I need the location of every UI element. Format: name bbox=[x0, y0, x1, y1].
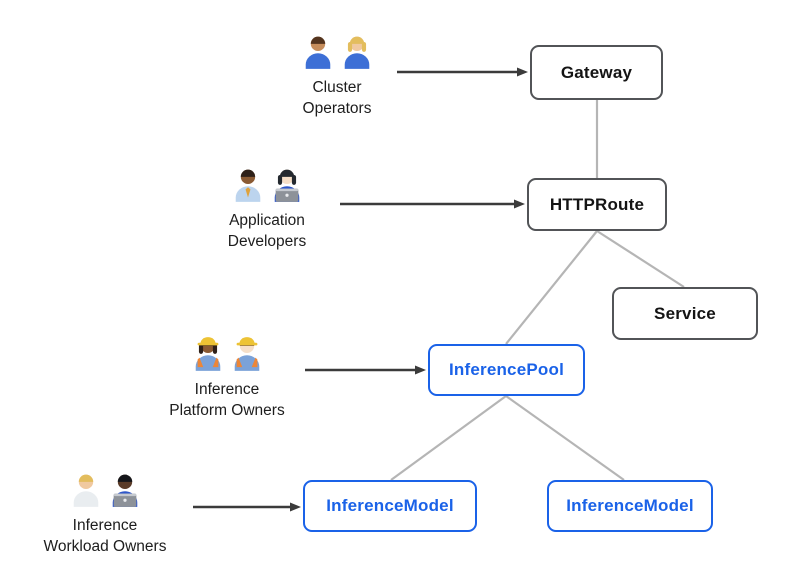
actor-application-developers: Application Developers bbox=[187, 163, 347, 252]
inference-model-left-node: InferenceModel bbox=[303, 480, 477, 532]
man-technologist-emoji bbox=[112, 474, 137, 507]
woman-technologist-emoji bbox=[274, 169, 299, 202]
actor-label-line: Inference bbox=[194, 381, 260, 398]
edge-inferencepool-inferencemodel-right bbox=[505, 395, 625, 481]
health-worker-emoji bbox=[73, 474, 98, 507]
edge-httproute-service bbox=[596, 230, 685, 288]
edge-httproute-inferencepool bbox=[505, 230, 598, 345]
actor-label-line: Developers bbox=[227, 233, 307, 250]
inference-workload-owners-label: Inference Workload Owners bbox=[44, 515, 167, 557]
actor-label-line: Application bbox=[229, 212, 305, 229]
cluster-operators-label: Cluster Operators bbox=[303, 77, 372, 119]
actor-label-line: Platform Owners bbox=[169, 402, 285, 419]
man-mechanic-emoji bbox=[305, 36, 330, 69]
inference-platform-owners-label: Inference Platform Owners bbox=[169, 379, 284, 421]
cluster-operators-emoji bbox=[301, 30, 374, 70]
man-construction-worker-emoji bbox=[234, 337, 259, 371]
gateway-label: Gateway bbox=[560, 62, 633, 82]
actor-inference-workload-owners: Inference Workload Owners bbox=[25, 468, 185, 557]
actor-label-line: Inference bbox=[72, 517, 138, 534]
persona-arrows bbox=[193, 67, 528, 512]
inference-platform-owners-emoji bbox=[191, 332, 264, 372]
gateway-node: Gateway bbox=[530, 45, 663, 100]
actor-label-line: Cluster bbox=[312, 79, 362, 96]
actor-label-line: Workload Owners bbox=[43, 538, 167, 555]
inference-pool-node: InferencePool bbox=[428, 344, 585, 396]
inference-model-right-label: InferenceModel bbox=[566, 496, 694, 515]
actor-inference-platform-owners: Inference Platform Owners bbox=[147, 332, 307, 421]
inference-workload-owners-emoji bbox=[69, 468, 142, 508]
edge-inferencepool-inferencemodel-left bbox=[390, 395, 507, 481]
actor-label-line: Operators bbox=[302, 100, 372, 117]
application-developers-label: Application Developers bbox=[228, 210, 306, 252]
service-node: Service bbox=[612, 287, 758, 340]
application-developers-emoji bbox=[231, 163, 304, 203]
httproute-node: HTTPRoute bbox=[527, 178, 667, 231]
man-office-worker-emoji bbox=[235, 169, 260, 202]
woman-construction-worker-emoji bbox=[195, 337, 220, 371]
httproute-label: HTTPRoute bbox=[549, 194, 645, 214]
service-label: Service bbox=[654, 303, 716, 323]
actor-cluster-operators: Cluster Operators bbox=[257, 30, 417, 119]
inference-model-left-label: InferenceModel bbox=[326, 496, 454, 515]
woman-mechanic-emoji bbox=[344, 36, 369, 69]
inference-pool-label: InferencePool bbox=[448, 360, 565, 379]
inference-model-right-node: InferenceModel bbox=[547, 480, 713, 532]
